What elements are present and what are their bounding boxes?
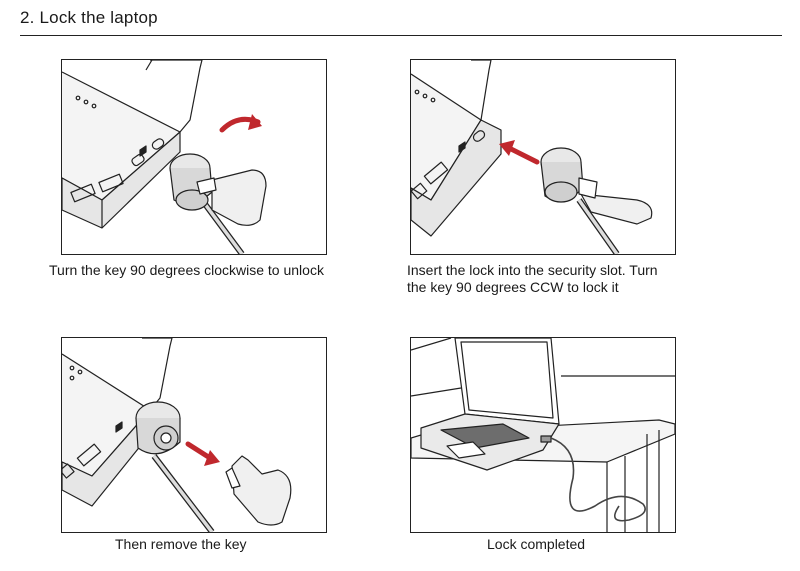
step-4-caption: Lock completed [487, 536, 586, 552]
insert-arrow-icon [506, 145, 540, 165]
step-3-illustration [61, 337, 327, 533]
section-number: 2. [20, 8, 35, 27]
step-2-caption: Insert the lock into the security slot. … [407, 262, 658, 296]
section-heading: 2. Lock the laptop [20, 8, 158, 28]
remove-arrow-icon [185, 441, 213, 461]
heading-divider [20, 35, 782, 36]
step-3-caption: Then remove the key [115, 536, 247, 552]
key-remove-illustration [62, 338, 292, 532]
step-2-caption-line-2: the key 90 degrees CCW to lock it [407, 279, 619, 295]
step-2-caption-line-1: Insert the lock into the security slot. … [407, 262, 658, 278]
step-4-illustration [410, 337, 676, 533]
step-1-caption: Turn the key 90 degrees clockwise to unl… [49, 262, 324, 278]
step-1-illustration [61, 59, 327, 255]
key-turn-clockwise-illustration [62, 60, 267, 254]
lock-insert-illustration [411, 60, 653, 254]
step-2-illustration [410, 59, 676, 255]
laptop-desk-illustration [411, 338, 675, 532]
section-title: Lock the laptop [39, 8, 158, 27]
